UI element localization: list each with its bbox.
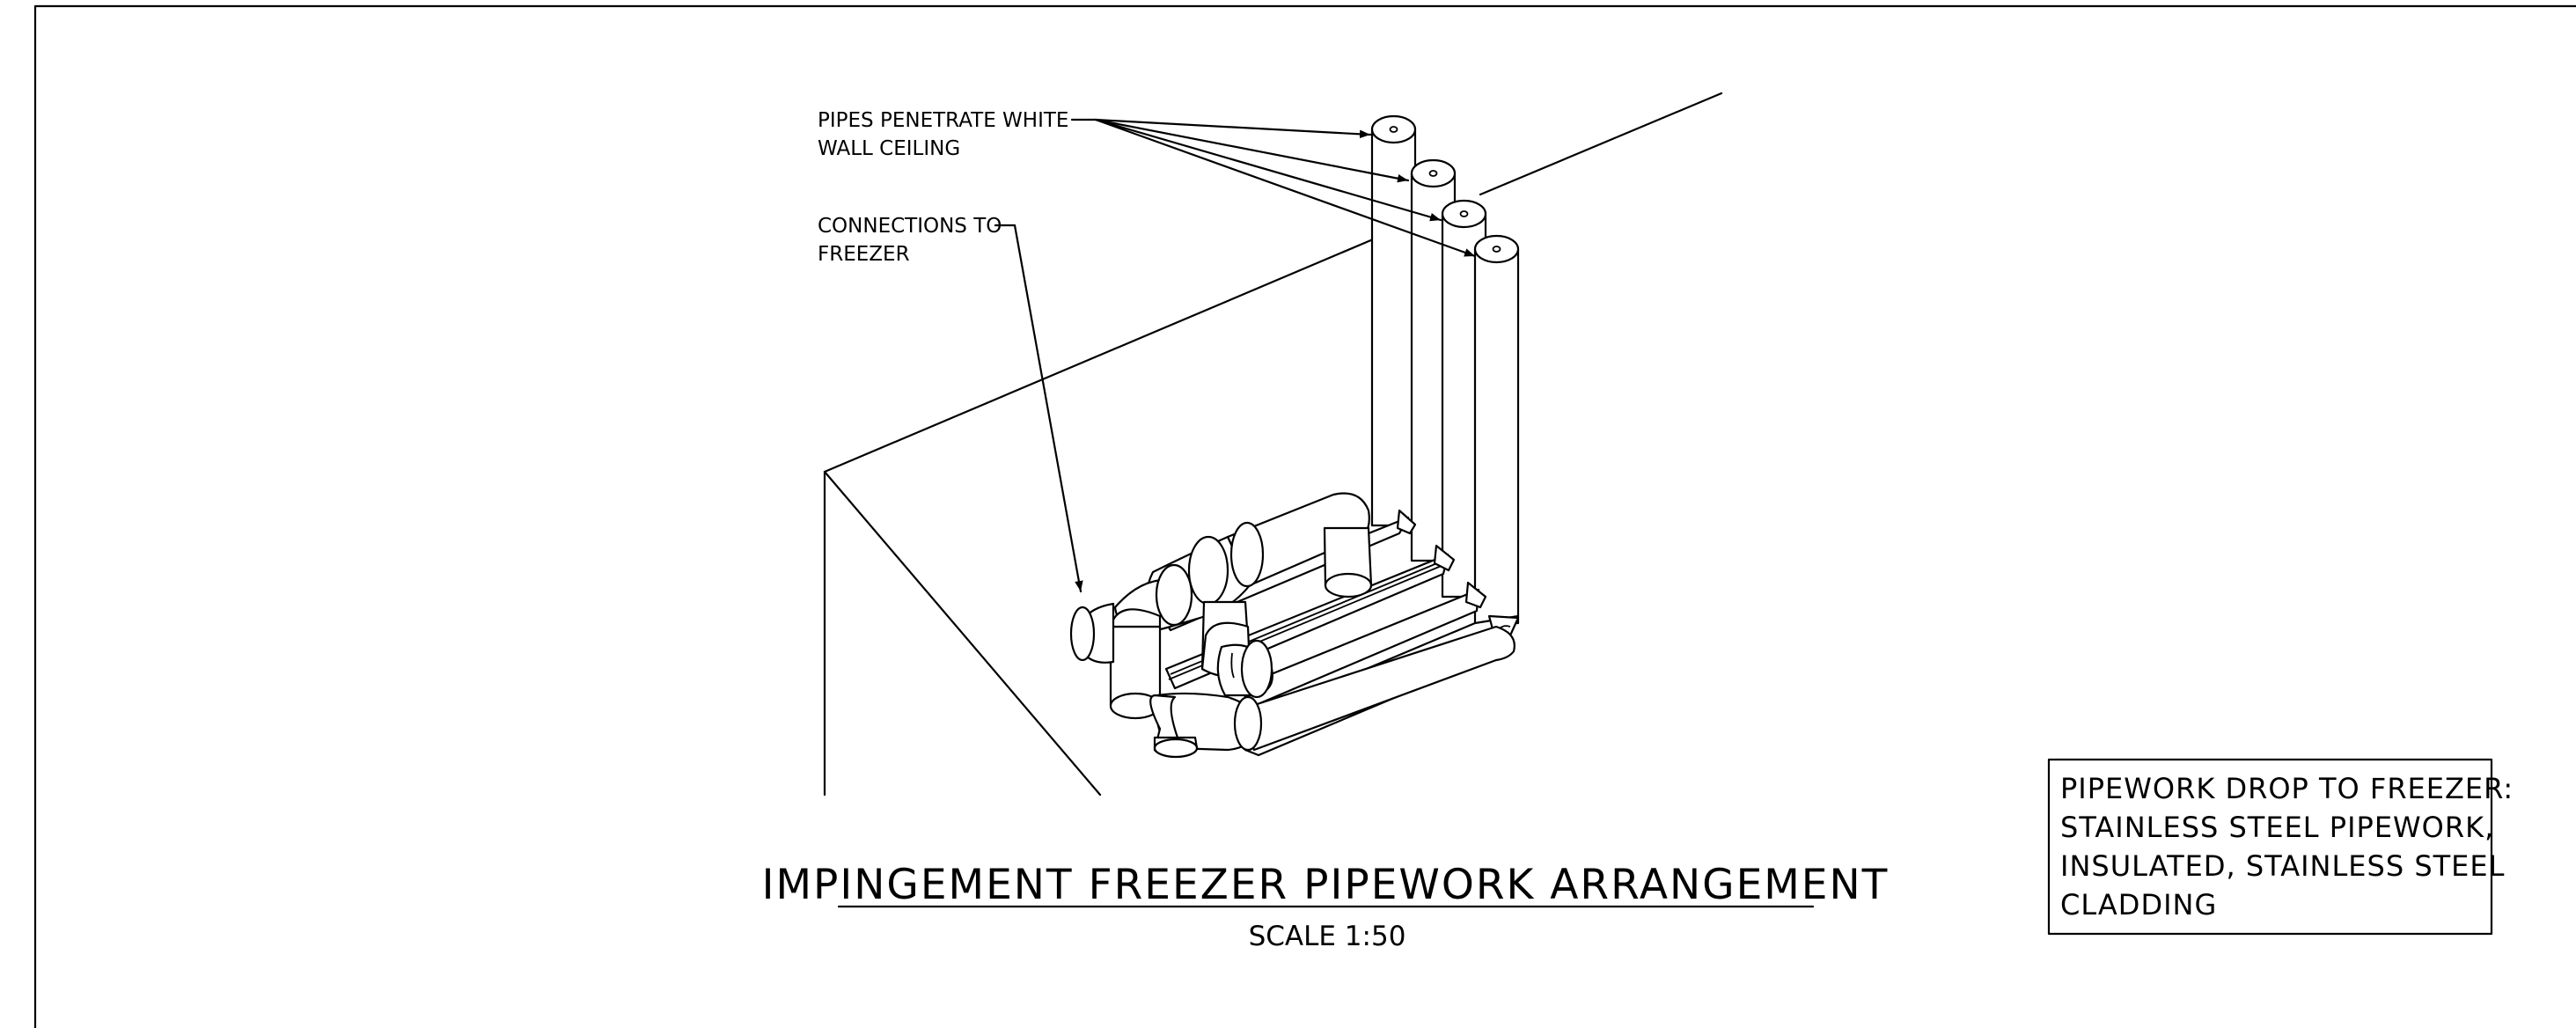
note-line-4: CLADDING [2060,888,2217,922]
riser-elbows [1396,509,1520,637]
label-pipes-penetrate-2: WALL CEILING [818,137,960,160]
clad-pipe-assembly [1069,492,1373,759]
ceiling-back-edge-upper [1479,92,1723,196]
floor-diagonal [823,470,1102,797]
ceiling-back-edge [823,238,1375,474]
label-connections-1: CONNECTIONS TO [818,215,1002,238]
note-box-frame [2047,758,2493,936]
pipe-risers [1370,114,1520,625]
riser-1-bore [1389,126,1398,133]
note-box: PIPEWORK DROP TO FREEZER: STAINLESS STEE… [2047,758,2514,936]
riser-1 [1370,114,1417,527]
drawing-title: IMPINGEMENT FREEZER PIPEWORK ARRANGEMENT [762,861,1890,909]
note-line-1: PIPEWORK DROP TO FREEZER: [2060,772,2514,805]
label-connections-2: FREEZER [818,243,910,266]
leader-connections [994,224,1083,593]
drawing-border [33,4,2576,1028]
riser-4-bore [1492,246,1501,253]
label-pipes-penetrate-1: PIPES PENETRATE WHITE [818,109,1068,132]
note-line-2: STAINLESS STEEL PIPEWORK, [2060,811,2494,844]
riser-3-bore [1459,210,1469,217]
drawing-scale: SCALE 1:50 [1249,921,1406,952]
riser-2-bore [1428,170,1438,177]
note-line-3: INSULATED, STAINLESS STEEL [2060,849,2505,883]
leader-pipes-penetrate [1070,118,1477,258]
riser-4 [1473,234,1520,625]
lower-front-run [1239,625,1516,752]
room-outline [823,92,1723,797]
